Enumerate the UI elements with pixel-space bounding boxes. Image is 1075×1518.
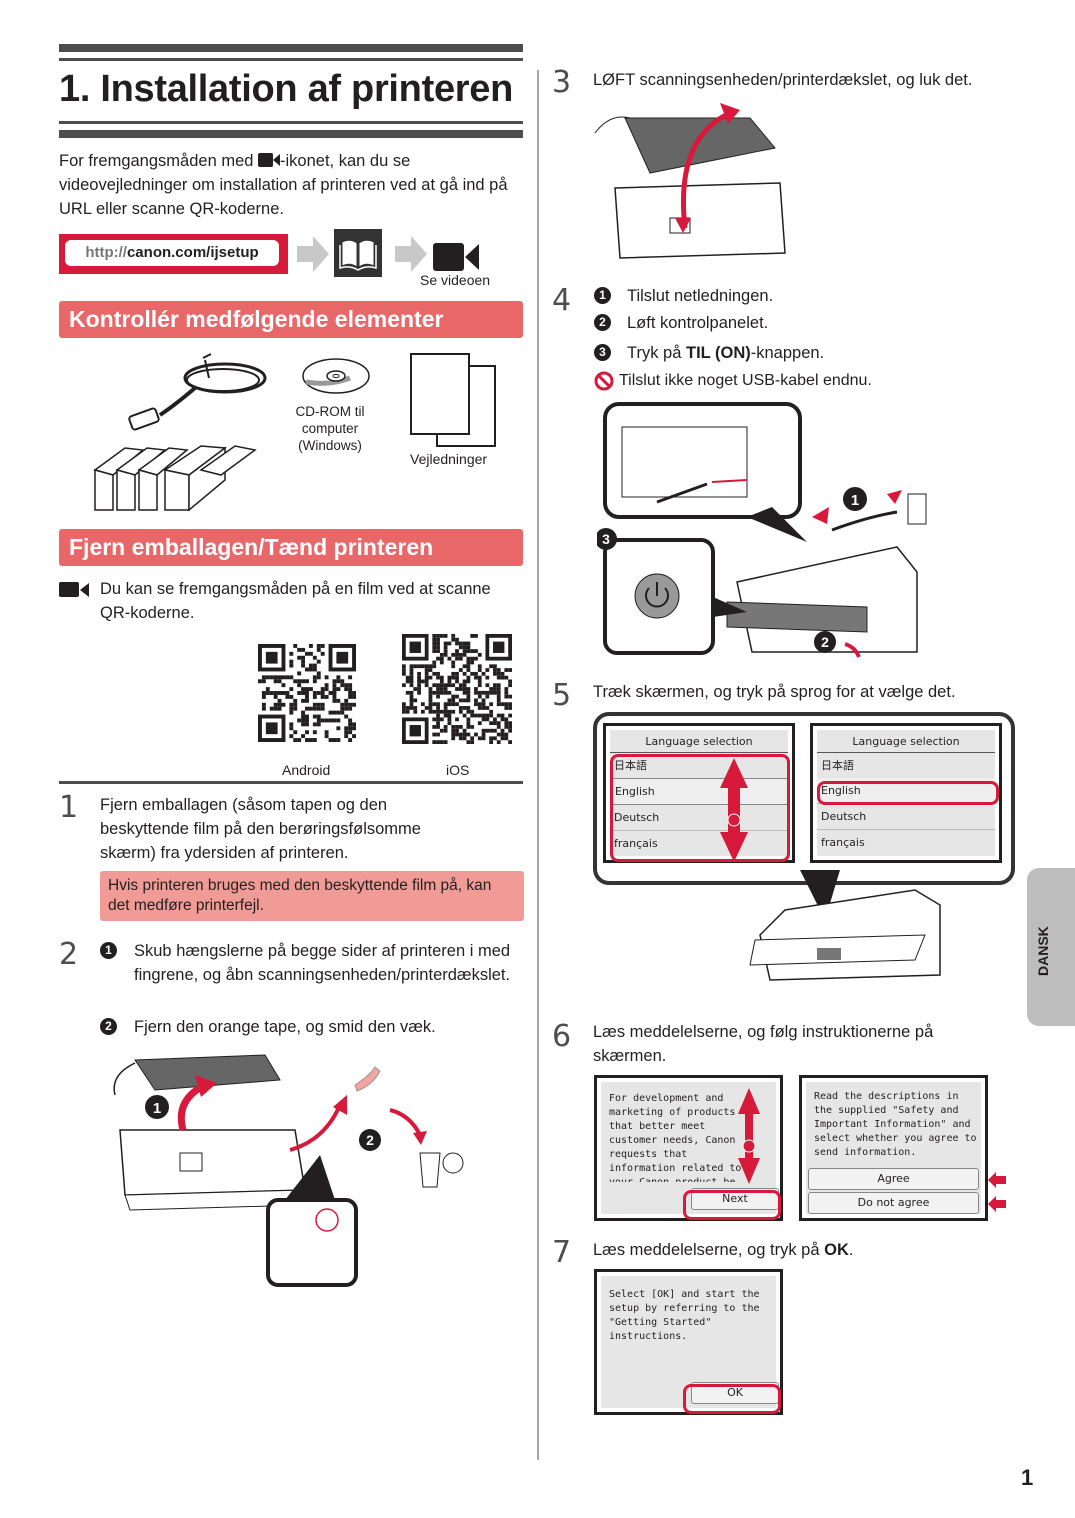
divider <box>59 781 523 784</box>
marker-3-icon: 3 <box>594 344 611 361</box>
do-not-agree-button[interactable]: Do not agree <box>808 1192 979 1214</box>
language-side-tab-label: DANSK <box>1035 926 1051 976</box>
manuals-label: Vejledninger <box>410 451 488 467</box>
language-screen-select: Language selection 日本語 English Deutsch f… <box>810 723 1002 863</box>
scroll-up-down-arrow-icon <box>720 758 748 862</box>
step-number-5: 5 <box>552 678 572 713</box>
section-heading-included-items: Kontrollér medfølgende elementer <box>59 301 523 338</box>
video-camera-icon <box>59 582 89 597</box>
step-4-sub-2-text: Løft kontrolpanelet. <box>627 314 769 332</box>
step-number-6: 6 <box>552 1019 572 1054</box>
scroll-up-down-arrow-icon <box>738 1088 760 1184</box>
illus-marker-3: 3 <box>602 531 610 547</box>
title-top-bar-thick <box>59 44 523 52</box>
marker-1-icon: 1 <box>100 942 117 959</box>
language-screen-scroll: Language selection 日本語 English Deutsch f… <box>603 723 795 863</box>
prohibited-icon <box>594 371 614 391</box>
manual-book-icon <box>334 229 382 277</box>
url-prefix[interactable]: http:// <box>85 244 127 261</box>
page-title: 1. Installation af printeren <box>59 68 514 110</box>
open-scanner-illustration: 1 2 <box>113 1054 464 1287</box>
close-scanner-illustration <box>594 103 786 259</box>
warning-text: Hvis printeren bruges med den beskyttend… <box>108 877 492 914</box>
agree-screen-message: Read the descriptions in the supplied "S… <box>814 1091 977 1158</box>
step-5-text: Træk skærmen, og tryk på sprog for at væ… <box>593 683 956 701</box>
arrow-right-icon <box>297 236 329 272</box>
printer-screen-illustration <box>749 870 941 981</box>
see-video-label: Se videoen <box>420 272 491 288</box>
marker-2-icon: 2 <box>594 314 611 331</box>
language-screens-frame <box>593 712 1015 885</box>
step-1-text: Fjern emballagen (såsom tapen og den bes… <box>100 796 421 862</box>
language-option[interactable]: 日本語 <box>614 759 647 772</box>
consent-screen: For development and marketing of product… <box>594 1075 783 1221</box>
agree-screen: Read the descriptions in the supplied "S… <box>799 1075 988 1221</box>
step-7-text: Læs meddelelserne, og tryk på OK. <box>593 1241 854 1259</box>
qr-code-android[interactable] <box>258 644 356 742</box>
step-number-2: 2 <box>59 937 79 972</box>
step-6-text: Læs meddelelserne, og følg instruktioner… <box>593 1023 934 1065</box>
video-camera-large-icon <box>433 243 479 271</box>
illus-marker-2: 2 <box>366 1132 374 1148</box>
consent-screen-message: For development and marketing of product… <box>609 1093 742 1182</box>
step-3-text: LØFT scanningsenheden/printerdækslet, og… <box>593 71 973 89</box>
ink-cartridges-illustration <box>93 445 257 512</box>
section-heading-unpack: Fjern emballagen/Tænd printeren <box>59 529 523 566</box>
title-bottom-bar-thick <box>59 130 523 138</box>
marker-1-icon: 1 <box>594 287 611 304</box>
step-4-sub-1-text: Tilslut netledningen. <box>627 287 774 305</box>
pointer-arrow-left-icon <box>988 1196 1006 1212</box>
page-number: 1 <box>1021 1465 1034 1490</box>
column-divider <box>537 70 539 1460</box>
language-screen-title: Language selection <box>817 730 995 753</box>
marker-2-icon: 2 <box>100 1018 117 1035</box>
agree-button[interactable]: Agree <box>808 1168 979 1190</box>
step-number-4: 4 <box>552 283 572 318</box>
qr-label-ios: iOS <box>446 762 470 778</box>
title-top-bar-thin <box>59 58 523 61</box>
step-number-7: 7 <box>552 1235 572 1270</box>
language-option[interactable]: Deutsch <box>817 804 995 830</box>
illus-marker-1: 1 <box>153 1100 161 1117</box>
step-2-sub-1-text: Skub hængslerne på begge sider af printe… <box>134 942 511 984</box>
qr-code-ios[interactable] <box>402 634 512 744</box>
manuals-illustration <box>410 353 496 447</box>
illus-marker-1: 1 <box>851 492 859 509</box>
ok-button[interactable]: OK <box>691 1382 779 1404</box>
video-camera-icon <box>258 153 281 167</box>
cd-rom-label: CD-ROM til computer (Windows) <box>295 404 365 453</box>
cd-rom-illustration <box>302 358 370 394</box>
step-number-3: 3 <box>552 65 572 100</box>
step-4-sub-3-text: Tryk på TIL (ON)-knappen. <box>627 344 825 362</box>
url-box[interactable]: http://canon.com/ijsetup <box>59 234 288 274</box>
language-option[interactable]: 日本語 <box>821 759 854 772</box>
intro-text: For fremgangsmåden med -ikonet, kan du s… <box>59 152 508 218</box>
power-on-illustration: 1 3 2 <box>597 402 927 658</box>
title-bottom-bar-thin <box>59 121 523 124</box>
language-option[interactable]: Deutsch <box>610 805 788 831</box>
tap-highlight <box>817 781 999 805</box>
language-option[interactable]: français <box>614 837 658 850</box>
language-screen-title: Language selection <box>610 730 788 753</box>
arrow-right-icon <box>395 236 427 272</box>
step-number-1: 1 <box>59 790 79 825</box>
scroll-highlight <box>610 754 790 862</box>
video-note: Du kan se fremgangsmåden på en film ved … <box>100 580 491 622</box>
qr-label-android: Android <box>282 762 331 778</box>
power-cord-illustration <box>128 353 267 431</box>
illus-marker-2: 2 <box>821 634 829 650</box>
step-2-sub-2-text: Fjern den orange tape, og smid den væk. <box>134 1018 436 1036</box>
url-link[interactable]: canon.com/ijsetup <box>126 244 259 261</box>
prohibit-usb-text: Tilslut ikke noget USB-kabel endnu. <box>619 372 872 389</box>
language-option[interactable]: français <box>821 836 865 849</box>
pointer-arrow-left-icon <box>988 1172 1006 1188</box>
language-side-tab[interactable]: DANSK <box>1027 868 1075 1026</box>
ok-highlight <box>683 1384 781 1414</box>
ok-screen-message: Select [OK] and start the setup by refer… <box>609 1289 760 1342</box>
warning-box: Hvis printeren bruges med den beskyttend… <box>100 871 524 921</box>
language-option[interactable]: English <box>610 778 788 805</box>
next-highlight <box>683 1190 781 1220</box>
ok-screen: Select [OK] and start the setup by refer… <box>594 1269 783 1415</box>
